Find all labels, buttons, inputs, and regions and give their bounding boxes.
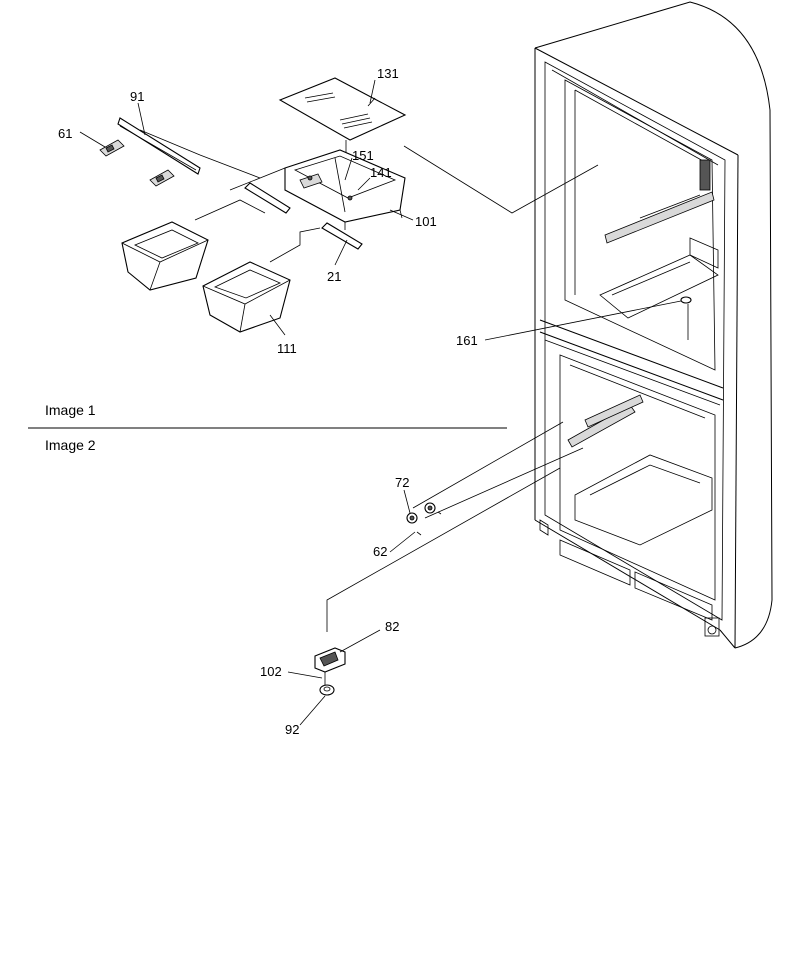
crisper-pan-left (121, 221, 209, 291)
section-label-image1: Image 1 (45, 402, 96, 418)
bracket-82 (314, 647, 346, 686)
shelf-pin-161 (680, 296, 692, 340)
callout-62: 62 (373, 544, 387, 559)
callout-82: 82 (385, 619, 399, 634)
shelf-glass-131 (278, 77, 407, 160)
callout-161: 161 (456, 333, 478, 348)
callout-92: 92 (285, 722, 299, 737)
assembly-leader-lines (326, 145, 599, 632)
section-label-image2: Image 2 (45, 437, 96, 453)
callout-141: 141 (370, 165, 392, 180)
rail-bracket-61 (99, 139, 175, 187)
alignment-lines-image1 (139, 129, 321, 263)
roller-72 (406, 502, 442, 524)
callout-91: 91 (130, 89, 144, 104)
screw-62 (416, 531, 422, 536)
callout-102: 102 (260, 664, 282, 679)
crisper-pan-111 (202, 261, 291, 333)
callout-21: 21 (327, 269, 341, 284)
refrigerator-cabinet (534, 1, 773, 649)
callout-72: 72 (395, 475, 409, 490)
callout-101: 101 (415, 214, 437, 229)
slide-rail-91 (117, 117, 201, 175)
callout-61: 61 (58, 126, 72, 141)
washer-92 (319, 684, 335, 696)
callout-111: 111 (277, 341, 297, 356)
callout-151: 151 (352, 148, 374, 163)
crisper-cover-frame-101 (284, 149, 406, 230)
callout-leaders-image2 (287, 489, 416, 726)
callout-131: 131 (377, 66, 399, 81)
callout-leaders-image1 (79, 79, 687, 341)
